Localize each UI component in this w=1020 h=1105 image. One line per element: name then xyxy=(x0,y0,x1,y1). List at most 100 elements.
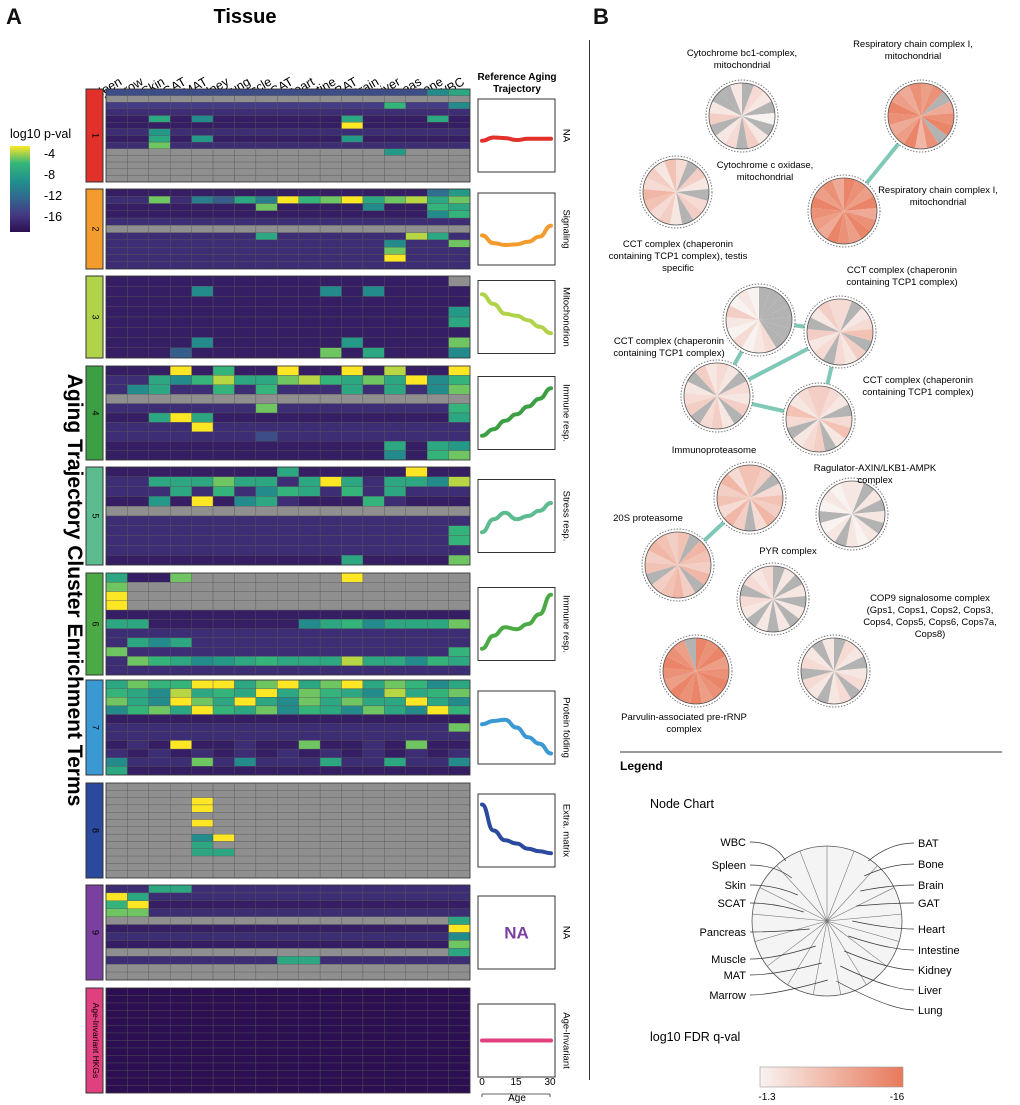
heatmap-cell xyxy=(298,833,321,842)
heatmap-cell xyxy=(362,924,385,933)
heatmap-cell xyxy=(234,1055,257,1064)
legend-right-label: Kidney xyxy=(918,965,952,977)
node-slice xyxy=(666,532,678,565)
heatmap-cell xyxy=(212,403,235,414)
heatmap-cell xyxy=(319,679,342,689)
heatmap-cell xyxy=(448,422,471,432)
heatmap-cell xyxy=(448,714,471,724)
heatmap-cell xyxy=(362,555,385,566)
heatmap-cell xyxy=(255,637,278,648)
heatmap-cell xyxy=(277,375,299,385)
trajectory-box xyxy=(477,192,556,266)
cluster-term: Immune resp. xyxy=(560,384,571,442)
node-slice xyxy=(717,363,729,396)
heatmap-cell xyxy=(255,731,278,741)
heatmap-cell xyxy=(362,591,385,601)
node-slice xyxy=(808,332,840,352)
colorbar-tick: -4 xyxy=(44,147,55,161)
heatmap-cell xyxy=(298,804,321,813)
heatmap-cell xyxy=(427,1047,449,1056)
heatmap-cell xyxy=(212,1032,235,1041)
heatmap-cell xyxy=(170,963,192,973)
heatmap-cell xyxy=(127,848,149,857)
heatmap-cell xyxy=(298,697,321,707)
heatmap-cell xyxy=(298,841,321,849)
heatmap-cell xyxy=(234,892,257,902)
heatmap-cell xyxy=(362,1070,385,1079)
heatmap-cell xyxy=(191,863,214,871)
node-slice xyxy=(715,116,742,145)
node-slice xyxy=(732,320,759,349)
heatmap-cell xyxy=(191,908,214,917)
heatmap-cell xyxy=(191,88,214,96)
heatmap-cell xyxy=(105,797,128,806)
heatmap-cell xyxy=(191,731,214,741)
heatmap-cell xyxy=(234,88,257,96)
heatmap-cell xyxy=(319,210,342,219)
heatmap-cell xyxy=(105,261,128,270)
heatmap-cell xyxy=(170,884,192,894)
node-slice xyxy=(819,386,831,419)
heatmap-cell xyxy=(191,705,214,715)
heatmap-cell xyxy=(384,956,406,965)
heatmap-cell xyxy=(127,394,149,404)
node-slice xyxy=(894,116,921,145)
trajectory-na: NA xyxy=(504,924,529,943)
heatmap-cell xyxy=(212,819,235,828)
heatmap-cell xyxy=(384,337,406,348)
heatmap-cell xyxy=(148,384,171,395)
node-label: containing TCP1 complex), testis xyxy=(609,251,748,262)
heatmap-cell xyxy=(234,833,257,842)
heatmap-cell xyxy=(298,155,321,163)
heatmap-cell xyxy=(277,102,299,110)
heatmap-cell xyxy=(362,441,385,451)
legend-spoke xyxy=(826,865,878,922)
network-node: Cytochrome c oxidase,mitochondrial xyxy=(639,155,813,229)
heatmap-cell xyxy=(341,486,364,497)
heatmap-cell xyxy=(298,203,321,211)
heatmap-cell xyxy=(427,327,449,338)
heatmap-cell xyxy=(362,740,385,750)
heatmap-cell xyxy=(212,225,235,233)
node-slice xyxy=(678,550,711,565)
heatmap-cell xyxy=(191,900,214,909)
heatmap-cell xyxy=(405,948,428,957)
node-slice xyxy=(810,307,840,332)
heatmap-cell xyxy=(319,848,342,857)
node-slice xyxy=(664,671,696,691)
trajectory-box xyxy=(477,98,556,173)
heatmap-cell xyxy=(384,327,406,338)
heatmap-cell xyxy=(298,637,321,648)
heatmap-cell xyxy=(148,225,171,233)
node-slice xyxy=(844,180,867,211)
heatmap-cell xyxy=(105,940,128,949)
node-slice xyxy=(676,177,709,192)
node-slice xyxy=(712,91,742,116)
node-label: Respiratory chain complex I, xyxy=(853,39,973,50)
heatmap-cell xyxy=(148,496,171,507)
heatmap-cell xyxy=(127,826,149,835)
heatmap-cell xyxy=(362,394,385,404)
heatmap-cell xyxy=(448,591,471,601)
heatmap-cell xyxy=(384,128,406,136)
legend-leader xyxy=(749,928,810,933)
heatmap-cell xyxy=(384,987,406,996)
heatmap-cell xyxy=(448,870,471,879)
heatmap-cell xyxy=(277,1032,299,1041)
heatmap-cell xyxy=(319,863,342,871)
heatmap-cell xyxy=(170,863,192,871)
heatmap-cell xyxy=(191,1032,214,1041)
heatmap-cell xyxy=(319,545,342,556)
heatmap-cell xyxy=(105,1047,128,1056)
heatmap-cell xyxy=(127,1070,149,1079)
node-slice xyxy=(648,540,678,565)
heatmap-cell xyxy=(427,115,449,123)
heatmap-cell xyxy=(191,95,214,103)
heatmap-cell xyxy=(405,963,428,973)
heatmap-cell xyxy=(448,486,471,497)
heatmap-cell xyxy=(405,619,428,629)
heatmap-cell xyxy=(341,748,364,758)
heatmap-cell xyxy=(255,232,278,241)
node-slice xyxy=(663,667,696,681)
